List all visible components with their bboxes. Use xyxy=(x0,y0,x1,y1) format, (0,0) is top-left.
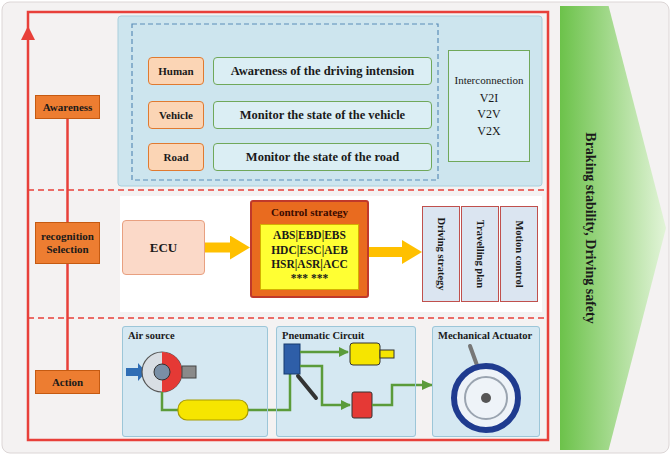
node-text: Interconnection xyxy=(454,73,523,88)
node-text: V2I V2V V2X xyxy=(477,90,500,139)
node-text: Monitor the state of the vehicle xyxy=(240,108,405,123)
node-text: Human xyxy=(158,65,193,77)
loop-arrowhead xyxy=(21,26,35,40)
connector xyxy=(205,243,234,253)
output-box: Motion control xyxy=(500,206,538,302)
arrow-shape xyxy=(560,6,668,450)
node-text: Awareness of the driving intension xyxy=(231,64,415,79)
strategy-box: Control strategyABS|EBD|EBS HDC|ESC|AEB … xyxy=(250,200,369,298)
component-panel: Mechanical Actuator xyxy=(432,326,540,437)
output-box: Travelling plan xyxy=(461,206,499,302)
brake-shoe xyxy=(465,377,507,419)
node-text: recognition Selection xyxy=(39,230,96,255)
ecu-box: ECU xyxy=(122,220,205,275)
node-text: Action xyxy=(52,376,83,389)
brake-valve xyxy=(284,344,300,374)
air-pipe xyxy=(248,409,268,412)
air-pipe xyxy=(300,351,348,354)
function-list: ABS|EBD|EBS HDC|ESC|AEB HSR|ASR|ACC *** … xyxy=(260,224,359,290)
connector xyxy=(268,409,276,412)
stage-box: Action xyxy=(35,370,100,394)
output-box: Driving strategy xyxy=(422,206,460,302)
node-text: Air source xyxy=(128,330,175,341)
air-pipe xyxy=(300,366,350,405)
component-panel: Pneumatic Circuit xyxy=(276,326,416,437)
brake-drum xyxy=(454,366,518,430)
dashed-group xyxy=(132,24,438,180)
connector xyxy=(416,384,432,387)
awareness-panel xyxy=(118,16,542,186)
result-arrow: Braking stability, Driving safety xyxy=(560,6,668,450)
node-text: Pneumatic Circuit xyxy=(282,330,364,341)
stage-box: recognition Selection xyxy=(35,222,100,264)
node-text: Braking stability, Driving safety xyxy=(582,132,598,323)
monitor-box: Awareness of the driving intension xyxy=(213,57,432,85)
component-panel: Air source xyxy=(122,326,268,437)
node-text: Driving strategy xyxy=(436,217,447,290)
drum-hub xyxy=(481,393,491,403)
node-text: Awareness xyxy=(43,101,93,114)
compressor-hub xyxy=(154,364,170,380)
node-text: Vehicle xyxy=(159,109,193,121)
node-text: Control strategy xyxy=(271,206,348,218)
connector xyxy=(66,264,69,370)
stage-separator xyxy=(28,189,548,191)
node-text: Mechanical Actuator xyxy=(438,330,532,341)
node-text: ECU xyxy=(150,240,177,256)
chamber-rod xyxy=(380,350,394,358)
air-pipe xyxy=(276,374,290,410)
panel-fill xyxy=(276,326,416,437)
node-text: Road xyxy=(163,151,188,163)
panel-fill xyxy=(122,326,268,437)
compressor-outlet xyxy=(182,366,196,378)
source-box: Road xyxy=(148,143,204,171)
arrow-fill xyxy=(560,6,666,450)
node-text: Motion control xyxy=(514,220,525,287)
brake-chamber xyxy=(350,343,380,365)
monitor-box: Monitor the state of the vehicle xyxy=(213,101,432,129)
source-box: Human xyxy=(148,57,204,85)
interconnection-box: InterconnectionV2I V2V V2X xyxy=(448,50,530,162)
loop-frame xyxy=(28,12,548,440)
compressor xyxy=(142,352,182,392)
connector xyxy=(369,247,406,257)
node-text: Monitor the state of the road xyxy=(246,150,399,165)
monitor-box: Monitor the state of the road xyxy=(213,143,432,171)
spring-chamber xyxy=(352,392,372,418)
panel-fill xyxy=(432,326,540,437)
air-pipe xyxy=(372,385,416,405)
air-pipe xyxy=(162,392,178,410)
stage-separator xyxy=(28,317,548,319)
recognition-ground xyxy=(120,196,542,312)
connector xyxy=(66,119,69,222)
brake-pedal xyxy=(298,376,316,398)
node-text: Travelling plan xyxy=(475,220,486,288)
air-reservoir xyxy=(178,400,248,420)
node-text: ABS|EBD|EBS HDC|ESC|AEB HSR|ASR|ACC *** … xyxy=(265,228,354,286)
stage-box: Awareness xyxy=(35,95,100,119)
source-box: Vehicle xyxy=(148,101,204,129)
